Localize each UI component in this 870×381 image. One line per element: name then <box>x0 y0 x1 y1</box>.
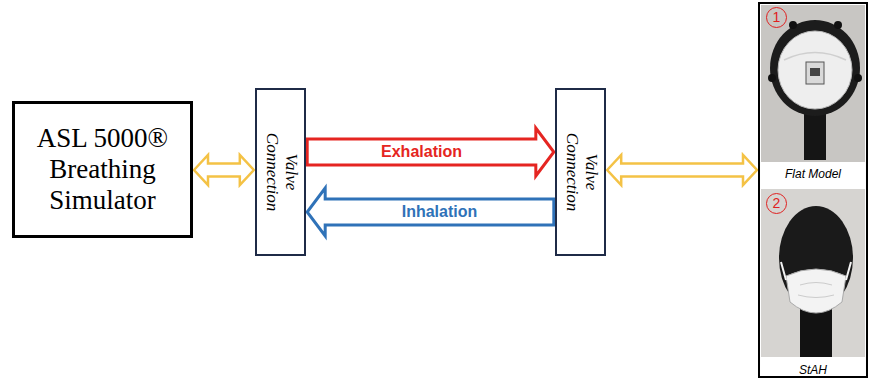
callout-number: 2 <box>766 193 787 214</box>
exhalation-arrow <box>307 128 554 176</box>
arrow-label: Exhalation <box>381 143 462 161</box>
inhalation-arrow <box>307 188 554 236</box>
box-text: Valve Connection <box>262 122 299 222</box>
double-arrow <box>194 155 254 185</box>
valve-core <box>810 68 820 76</box>
valve-box: Valve Connection <box>255 88 306 256</box>
photo-background <box>761 5 865 162</box>
flat-model-photo <box>761 5 865 162</box>
photo-caption: StAH <box>760 363 866 377</box>
double-arrow <box>607 155 757 185</box>
model-panel: Flat ModelStAH <box>758 2 868 378</box>
mask-fold <box>784 53 846 61</box>
stah-photo <box>761 189 865 357</box>
callout-number: 1 <box>766 7 787 28</box>
photo-background <box>761 189 865 357</box>
valve-box: Valve Connection <box>555 88 606 256</box>
flat-mask <box>778 31 852 109</box>
box-text: ASL 5000® Breathing Simulator <box>23 123 182 216</box>
box-text: Valve Connection <box>562 122 599 222</box>
frame-knob <box>854 74 862 82</box>
photo-caption: Flat Model <box>760 167 866 181</box>
frame-knob <box>768 74 776 82</box>
simulator-box: ASL 5000® Breathing Simulator <box>12 101 193 238</box>
frame-knob <box>789 21 797 29</box>
frame-knob <box>834 21 842 29</box>
mask-frame <box>770 20 860 116</box>
mount-stand <box>804 112 826 160</box>
face-mask <box>786 269 846 313</box>
mask-texture <box>798 283 834 298</box>
arrow-label: Inhalation <box>402 203 478 221</box>
valve-device <box>806 62 824 84</box>
mask-strap <box>781 262 851 280</box>
